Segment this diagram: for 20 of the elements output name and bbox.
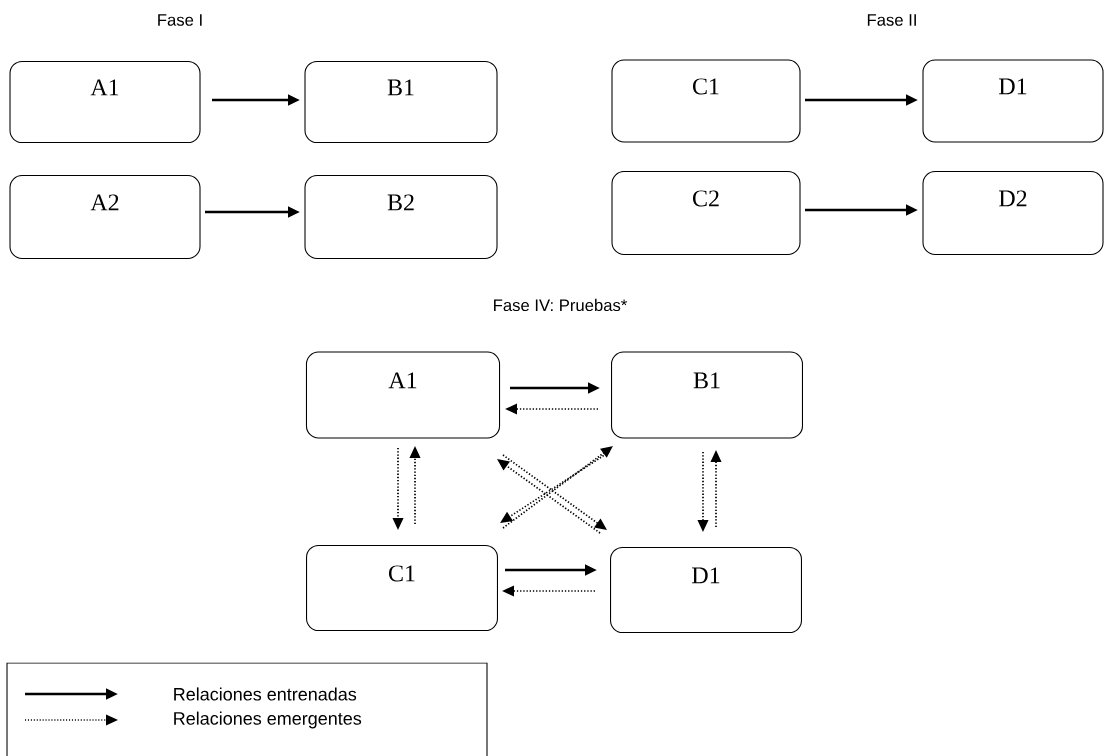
phase-heading: Fase I (158, 14, 202, 26)
phase-heading: Fase IV: Pruebas* (494, 298, 628, 312)
process-box: C2 (611, 171, 801, 255)
arrow (497, 459, 601, 534)
process-box: A2 (9, 175, 201, 259)
legend-label: Relaciones emergentes (174, 711, 362, 729)
process-box: C1 (611, 59, 801, 143)
arrow (502, 446, 613, 529)
process-box: C1 (306, 544, 498, 632)
legend-label: Relaciones entrenadas (174, 687, 357, 701)
process-box: A1 (9, 60, 201, 144)
process-box: B1 (304, 60, 498, 144)
phase-heading: Fase II (867, 14, 916, 26)
arrow (502, 454, 607, 530)
process-box: B2 (304, 175, 498, 259)
process-box: D2 (922, 171, 1104, 255)
process-box: B1 (611, 351, 803, 439)
process-box: A1 (305, 351, 501, 439)
process-box: D1 (922, 59, 1104, 143)
process-box: D1 (610, 546, 802, 634)
